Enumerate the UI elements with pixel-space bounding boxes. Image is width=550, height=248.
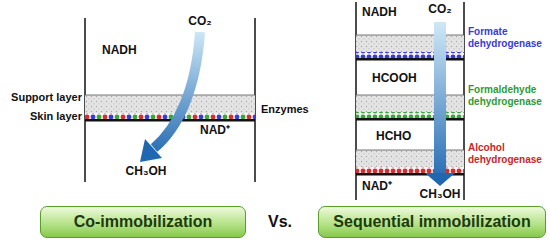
- chemical-label: CO₂: [188, 15, 211, 29]
- method-box: Co-immobilization: [40, 206, 246, 238]
- enzyme-layer: [356, 52, 464, 58]
- layer-label: Support layer: [11, 91, 82, 104]
- support-edge: [85, 95, 255, 96]
- skin-layer: [356, 58, 464, 61]
- flow-arrow: [434, 22, 446, 174]
- support-edge: [356, 150, 464, 151]
- enzyme-name: Formaldehyde dehydrogenase: [468, 84, 548, 107]
- enzyme-name: Formate dehydrogenase: [468, 26, 548, 49]
- versus-label: Vs.: [268, 213, 292, 231]
- enzyme-layer: [85, 113, 255, 119]
- support-layer: [85, 95, 255, 113]
- cofactor-label: NAD⁺: [200, 124, 230, 138]
- support-edge: [356, 95, 464, 96]
- method-title: Sequential immobilization: [333, 213, 530, 231]
- enzyme-label: Enzymes: [261, 103, 309, 116]
- arrow-head: [140, 139, 162, 162]
- support-edge: [356, 35, 464, 36]
- flow-arrow: [154, 32, 200, 148]
- chemical-label: CH₃OH: [420, 188, 461, 202]
- support-layer: [356, 150, 464, 167]
- chemical-label: HCOOH: [372, 72, 417, 86]
- method-title: Co-immobilization: [74, 213, 213, 231]
- enzyme-name: Alcohol dehydrogenase: [468, 142, 548, 165]
- cofactor-label: NADH: [362, 6, 397, 20]
- enzyme-layer: [356, 112, 464, 118]
- cofactor-label: NADH: [102, 44, 137, 58]
- skin-layer: [356, 118, 464, 121]
- enzyme-layer: [356, 167, 464, 173]
- arrow-head: [425, 173, 455, 186]
- support-layer: [356, 95, 464, 112]
- cofactor-label: NAD⁺: [362, 180, 392, 194]
- support-layer: [356, 35, 464, 52]
- skin-layer: [85, 119, 255, 122]
- method-box: Sequential immobilization: [318, 206, 546, 238]
- chemical-label: HCHO: [376, 130, 411, 144]
- layer-label: Skin layer: [30, 110, 82, 123]
- chemical-label: CO₂: [428, 3, 451, 17]
- chemical-label: CH₃OH: [126, 165, 167, 179]
